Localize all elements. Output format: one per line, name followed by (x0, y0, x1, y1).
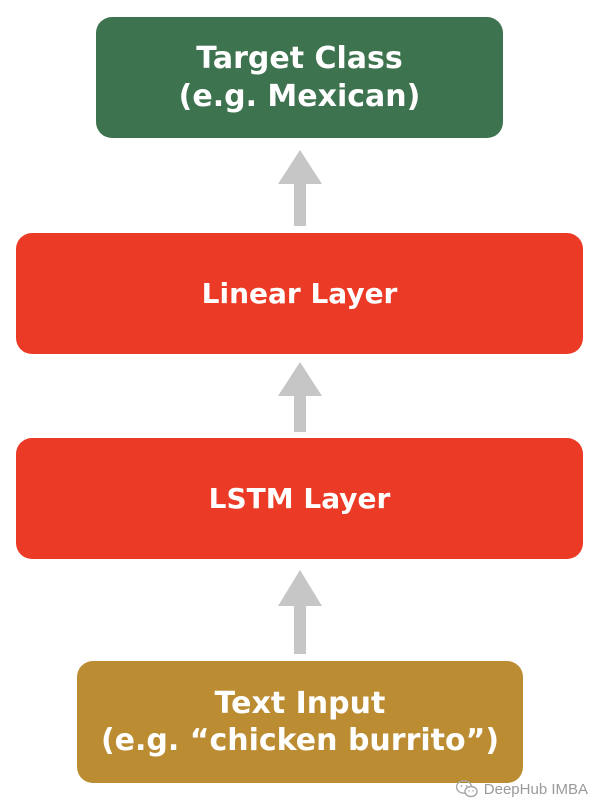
text-input-title: Text Input (214, 685, 386, 721)
linear-layer-box: Linear Layer (16, 233, 583, 354)
arrow-up-icon (278, 362, 322, 432)
text-input-box: Text Input (e.g. “chicken burrito”) (77, 661, 523, 783)
lstm-layer-box: LSTM Layer (16, 438, 583, 559)
watermark-text: DeepHub IMBA (483, 780, 588, 798)
watermark: DeepHub IMBA (455, 780, 588, 798)
target-class-title: Target Class (196, 41, 403, 76)
arrow-input-to-lstm (278, 570, 322, 654)
arrow-up-icon (278, 150, 322, 226)
text-input-example: (e.g. “chicken burrito”) (100, 723, 500, 758)
wechat-icon (455, 780, 478, 798)
lstm-layer-label: LSTM Layer (208, 482, 391, 515)
target-class-box: Target Class (e.g. Mexican) (96, 17, 503, 138)
arrow-up-icon (278, 570, 322, 654)
arrow-lstm-to-linear (278, 362, 322, 432)
target-class-example: (e.g. Mexican) (178, 78, 421, 114)
linear-layer-label: Linear Layer (201, 277, 398, 310)
arrow-linear-to-target (278, 150, 322, 226)
